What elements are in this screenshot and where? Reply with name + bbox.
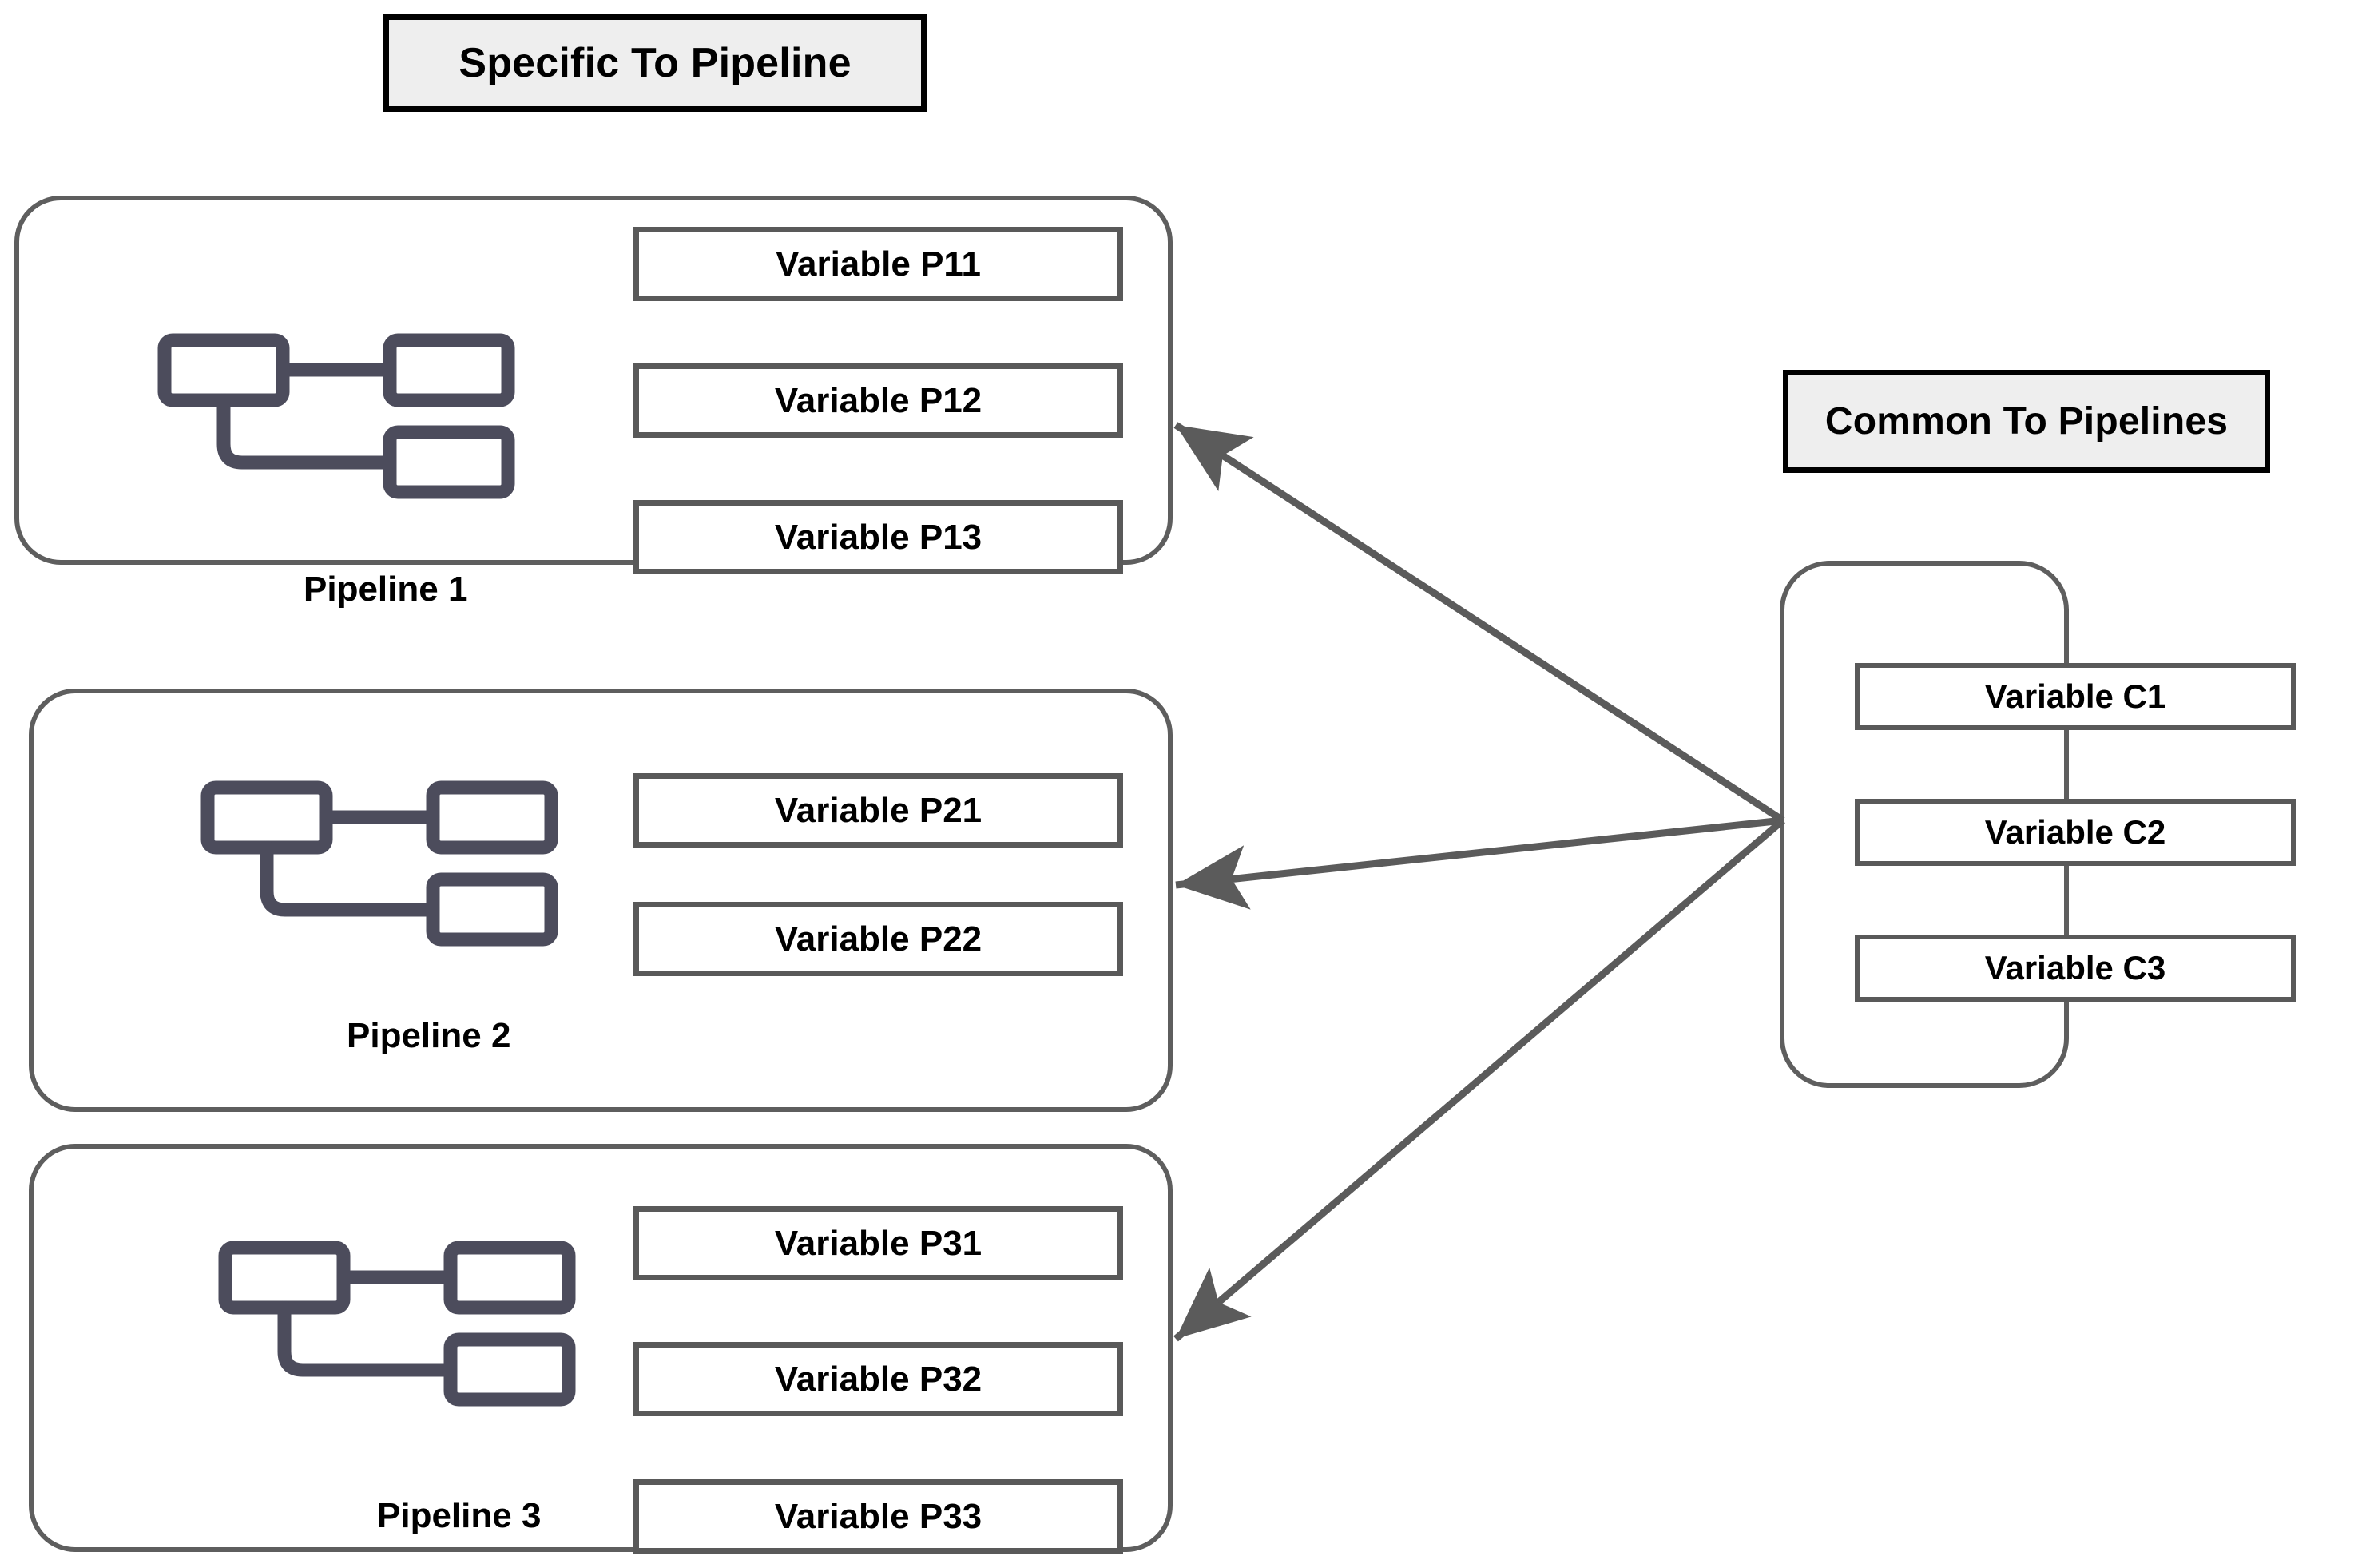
pipeline-tree-icon xyxy=(157,332,516,500)
pipeline-tree-icon xyxy=(200,780,559,947)
variable-box-c3: Variable C3 xyxy=(1855,935,2296,1002)
arrow-common-to-pipeline-2 xyxy=(1175,816,1784,910)
arrow-common-to-pipeline-1 xyxy=(1173,422,1785,824)
variable-box-p22: Variable P22 xyxy=(633,902,1123,976)
pipeline-tree-icon xyxy=(217,1240,577,1407)
variable-box-p12: Variable P12 xyxy=(633,363,1123,438)
variable-box-p11: Variable P11 xyxy=(633,227,1123,301)
variable-box-p31: Variable P31 xyxy=(633,1206,1123,1280)
pipeline-label-2: Pipeline 2 xyxy=(347,1016,511,1055)
pipeline-label-3: Pipeline 3 xyxy=(377,1496,542,1535)
variable-box-p32: Variable P32 xyxy=(633,1342,1123,1416)
pipeline-group-2 xyxy=(29,689,1173,1112)
variable-box-c2: Variable C2 xyxy=(1855,799,2296,866)
title-specific-to-pipeline: Specific To Pipeline xyxy=(383,14,927,112)
variable-box-c1: Variable C1 xyxy=(1855,663,2296,730)
arrow-common-to-pipeline-3 xyxy=(1173,817,1785,1342)
pipeline-label-1: Pipeline 1 xyxy=(304,570,468,609)
variable-box-p13: Variable P13 xyxy=(633,500,1123,574)
variable-box-p33: Variable P33 xyxy=(633,1479,1123,1554)
title-common-to-pipelines: Common To Pipelines xyxy=(1783,370,2270,473)
variable-box-p21: Variable P21 xyxy=(633,773,1123,848)
